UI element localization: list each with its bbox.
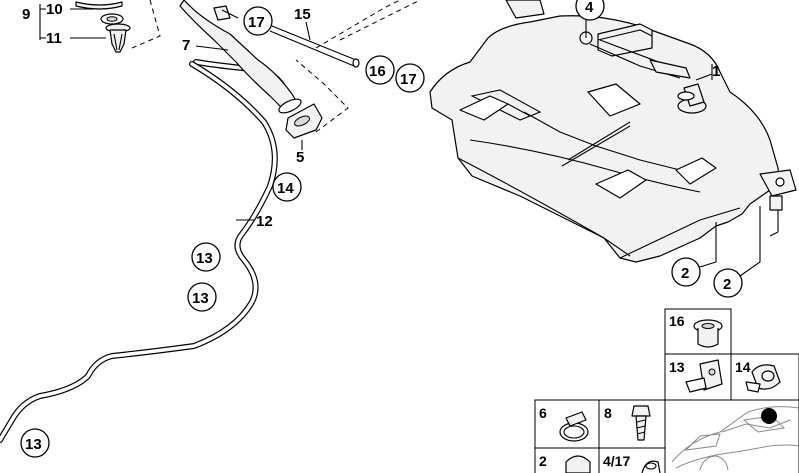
leader-7	[195, 45, 229, 51]
hose-clamp-icon-6	[559, 411, 589, 442]
callout-group-4: 4	[575, 0, 605, 38]
legend-label-13: 13	[669, 359, 685, 375]
legend-label-2: 2	[539, 453, 547, 469]
tank-body	[429, 15, 779, 263]
callout-13-c: 13	[25, 436, 42, 453]
hose-clip-icon-4-17	[641, 460, 661, 473]
parts-legend-grid: 16 13 14 6 8	[534, 308, 799, 473]
callout-13-b: 13	[192, 290, 209, 307]
hose-clip-icon-13	[685, 359, 723, 393]
legend-label-8: 8	[604, 405, 612, 421]
dash-leader-5	[295, 59, 349, 133]
fuel-sender-unit	[579, 23, 691, 79]
dash-leader-top-left	[131, 0, 161, 49]
callout-circle-17-top	[243, 6, 273, 36]
callout-2-a: 2	[681, 265, 689, 282]
tank-mount-pad-2	[675, 157, 717, 185]
legend-label-16: 16	[669, 313, 685, 329]
bolt-at-filler-top	[213, 5, 231, 21]
expanding-rivet-part-11	[105, 23, 131, 53]
callout-circle-13-a	[191, 242, 221, 272]
callout-17-top: 17	[248, 14, 265, 31]
callout-17-mid: 17	[400, 71, 417, 88]
callout-circle-13-b	[187, 282, 217, 312]
location-marker-dot	[761, 408, 777, 424]
callout-circle-13-c	[20, 428, 50, 458]
legend-label-14: 14	[735, 359, 751, 375]
fuel-hose-part-12: 12 14 13 13 13	[0, 61, 302, 458]
filler-pipe-part-7: 7	[179, 0, 302, 114]
tank-mount-pad-1	[595, 169, 647, 199]
leader-15	[305, 21, 311, 41]
callout-11: 11	[46, 30, 62, 47]
callout-circle-2-b	[713, 268, 743, 298]
callout-16: 16	[369, 63, 386, 80]
fuel-tank-cap-fitting	[677, 83, 707, 114]
callout-13-a: 13	[196, 250, 213, 267]
cap-nut-icon-2	[565, 455, 591, 473]
legend-label-6: 6	[539, 405, 547, 421]
leader-1	[695, 64, 713, 81]
vent-hose-part-15: 15 17 16 17	[243, 0, 425, 93]
callout-12: 12	[256, 213, 273, 230]
callout-circle-4	[575, 0, 605, 21]
callout-circle-2-a	[671, 257, 701, 287]
bolt-icon-8	[631, 405, 651, 441]
fastener-group-9-10-11: 9 10 11	[22, 0, 161, 53]
leader-2-b	[739, 206, 761, 277]
legend-cell-8	[598, 399, 666, 449]
tank-filler-spout	[505, 0, 545, 19]
legend-label-4-17: 4/17	[603, 453, 630, 469]
leader-10-11	[70, 8, 106, 39]
callout-9: 9	[22, 6, 30, 23]
callout-4: 4	[585, 0, 594, 16]
fuel-tank-part-1: 1	[429, 0, 797, 263]
callout-10: 10	[46, 1, 63, 18]
callout-circle-14	[272, 172, 302, 202]
callout-15: 15	[294, 6, 311, 23]
bracket-line-9	[39, 4, 46, 40]
callout-5: 5	[296, 149, 304, 166]
washer-part-10	[75, 1, 124, 25]
callout-group-2: 2 2	[671, 206, 761, 298]
dash-leader-15	[315, 0, 401, 49]
legend-cell-car	[664, 399, 799, 473]
grommet-icon-16	[693, 319, 723, 348]
hose-clip-icon-14	[745, 364, 781, 393]
grommet-part-5: 5	[285, 59, 349, 166]
callout-14: 14	[277, 180, 294, 197]
callout-1: 1	[712, 63, 720, 80]
dash-connector-top	[339, 0, 421, 41]
callout-circle-17-mid	[395, 63, 425, 93]
callout-circle-16	[365, 55, 395, 85]
callout-2-b: 2	[723, 276, 731, 293]
callout-7: 7	[182, 37, 190, 54]
